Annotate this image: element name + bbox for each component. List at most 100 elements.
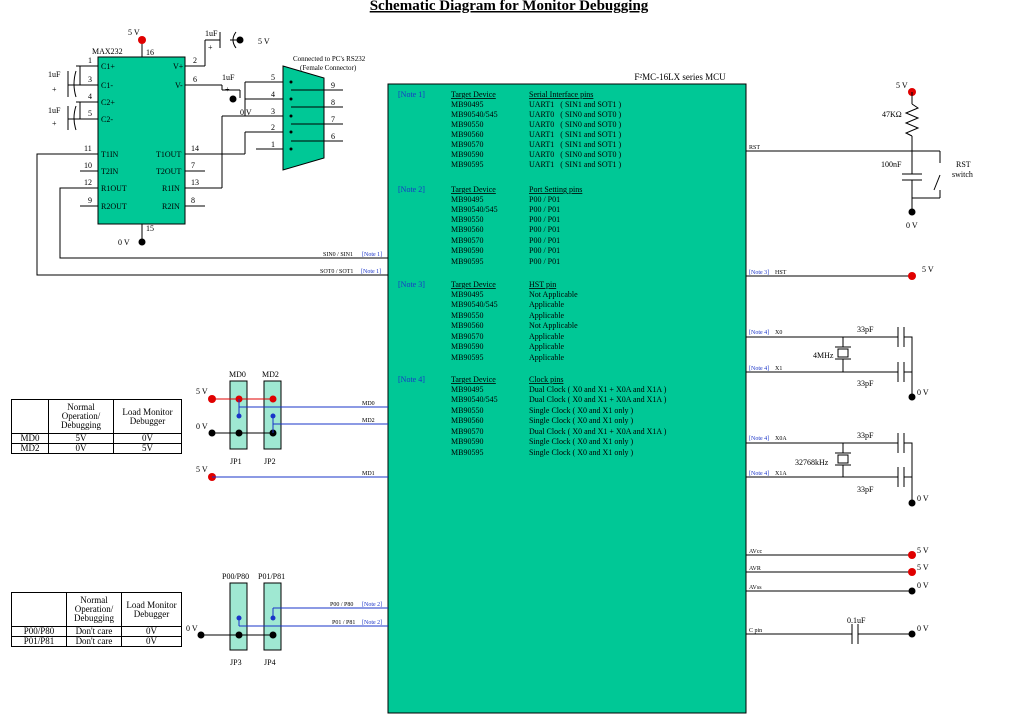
ground-node bbox=[229, 95, 237, 103]
connector-pin: 2 bbox=[271, 123, 275, 132]
pin-number: 14 bbox=[191, 144, 199, 153]
note-col2-header: HST pin bbox=[529, 280, 556, 289]
pin-label: V+ bbox=[173, 62, 184, 71]
signal-note: [Note 1] bbox=[361, 269, 381, 275]
ground-node bbox=[908, 587, 916, 595]
cap-value: 1uF bbox=[48, 70, 61, 79]
cap-value: 33pF bbox=[857, 325, 874, 334]
supply-5v-label: 5 V bbox=[258, 37, 270, 46]
table-row: P00/P80 Don't care 0V bbox=[11, 626, 182, 637]
table-cell: 5V bbox=[113, 443, 182, 454]
vcc-node bbox=[138, 36, 146, 44]
vcc-node bbox=[908, 272, 916, 280]
note-device: MB90570 bbox=[451, 140, 483, 149]
table-cell: Don't care bbox=[66, 636, 122, 647]
jumper-label: JP1 bbox=[230, 457, 242, 466]
signal-hst: HST bbox=[775, 270, 787, 276]
signal-note: [Note 4] bbox=[749, 471, 769, 477]
note-value: UART0 ( SIN0 and SOT0 ) bbox=[529, 110, 622, 119]
pin-number: 1 bbox=[88, 56, 92, 65]
table-row: P01/P81 Don't care 0V bbox=[11, 636, 182, 647]
signal-x0: X0 bbox=[775, 330, 782, 336]
note-device: MB90595 bbox=[451, 257, 483, 266]
vcc-node bbox=[908, 551, 916, 559]
pin-number: 16 bbox=[146, 48, 154, 57]
note-col1-header: Target Device bbox=[451, 185, 496, 194]
note-device: MB90550 bbox=[451, 120, 483, 129]
signal-md0: MD0 bbox=[362, 401, 375, 407]
cap-value: 0.1uF bbox=[847, 616, 866, 625]
ground-node bbox=[908, 630, 916, 638]
connector-caption: (Female Connector) bbox=[300, 64, 357, 72]
pin-number: 12 bbox=[84, 178, 92, 187]
note-tag: [Note 1] bbox=[398, 90, 425, 99]
note-device: MB90595 bbox=[451, 353, 483, 362]
note-col1-header: Target Device bbox=[451, 280, 496, 289]
cap-value: 1uF bbox=[205, 29, 218, 38]
note-device: MB90550 bbox=[451, 311, 483, 320]
note-device: MB90595 bbox=[451, 160, 483, 169]
signal-rst: RST bbox=[749, 145, 760, 151]
ground-node bbox=[908, 499, 916, 507]
supply-5v-label: 5 V bbox=[922, 265, 934, 274]
note-2-table: [Note 2] Target Device Port Setting pins… bbox=[398, 185, 582, 266]
pin-label: T1OUT bbox=[156, 150, 181, 159]
signal-note: [Note 2] bbox=[362, 620, 382, 626]
table-header: Normal Operation/ Debugging bbox=[66, 592, 122, 627]
switch-label: switch bbox=[952, 170, 973, 179]
jumpers-port: P00/P80 P01/P81 JP3 JP4 0 V bbox=[186, 572, 388, 667]
signal-note: [Note 4] bbox=[749, 330, 769, 336]
note-4-table: [Note 4] Target Device Clock pins MB9049… bbox=[398, 375, 667, 457]
note-col2-header: Port Setting pins bbox=[529, 185, 582, 194]
note-value: UART1 ( SIN1 and SOT1 ) bbox=[529, 100, 622, 109]
note-device: MB90540/545 bbox=[451, 300, 498, 309]
note-value: P00 / P01 bbox=[529, 236, 560, 245]
supply-0v-label: 0 V bbox=[917, 388, 929, 397]
note-device: MB90495 bbox=[451, 195, 483, 204]
cap-c2: 1uF + bbox=[48, 101, 81, 131]
jumper-label: P00/P80 bbox=[222, 572, 249, 581]
note-device: MB90540/545 bbox=[451, 110, 498, 119]
pin-label: R2IN bbox=[162, 202, 180, 211]
note-value: Applicable bbox=[529, 353, 565, 362]
supply-5v-label: 5 V bbox=[896, 81, 908, 90]
note-value: Not Applicable bbox=[529, 321, 578, 330]
table-cell: P00/P80 bbox=[11, 626, 67, 637]
note-col1-header: Target Device bbox=[451, 90, 496, 99]
page-title: Schematic Diagram for Monitor Debugging bbox=[370, 0, 649, 14]
crystal-value: 32768kHz bbox=[795, 458, 829, 467]
signal-sin: SIN0 / SIN1 bbox=[323, 252, 353, 258]
connector-caption: Connected to PC's RS232 bbox=[293, 55, 366, 63]
crystal-value: 4MHz bbox=[813, 351, 834, 360]
main-oscillator: 0 V 4MHz 33pF 33pF bbox=[746, 325, 929, 401]
table-header: Normal Operation/ Debugging bbox=[48, 399, 114, 434]
signal-p00: P00 / P80 bbox=[330, 602, 353, 608]
connector-pin: 5 bbox=[271, 73, 275, 82]
jumper-label: JP2 bbox=[264, 457, 276, 466]
note-col2-header: Clock pins bbox=[529, 375, 563, 384]
switch-label: RST bbox=[956, 160, 971, 169]
note-value: Applicable bbox=[529, 342, 565, 351]
ground-node bbox=[908, 208, 916, 216]
note-device: MB90560 bbox=[451, 225, 483, 234]
note-value: UART0 ( SIN0 and SOT0 ) bbox=[529, 150, 622, 159]
supply-0v-label: 0 V bbox=[917, 624, 929, 633]
mode-settings-table: Normal Operation/ Debugging Load Monitor… bbox=[11, 399, 182, 454]
connector-pin: 1 bbox=[271, 140, 275, 149]
note-value: Single Clock ( X0 and X1 only ) bbox=[529, 448, 634, 457]
note-device: MB90540/545 bbox=[451, 395, 498, 404]
port-settings-table: Normal Operation/ Debugging Load Monitor… bbox=[11, 592, 182, 647]
supply-0v-label: 0 V bbox=[196, 422, 208, 431]
note-value: Single Clock ( X0 and X1 only ) bbox=[529, 406, 634, 415]
connector-pin: 6 bbox=[331, 132, 335, 141]
table-cell: 0V bbox=[113, 433, 182, 444]
table-cell: P01/P81 bbox=[11, 636, 67, 647]
cap-value: 1uF bbox=[222, 73, 235, 82]
connector-pin: 8 bbox=[331, 98, 335, 107]
note-col1-header: Target Device bbox=[451, 375, 496, 384]
pin-number: 15 bbox=[146, 224, 154, 233]
cap-vplus: 1uF + 5 V bbox=[204, 29, 270, 66]
note-col2-header: Serial Interface pins bbox=[529, 90, 593, 99]
pin-number: 9 bbox=[88, 196, 92, 205]
